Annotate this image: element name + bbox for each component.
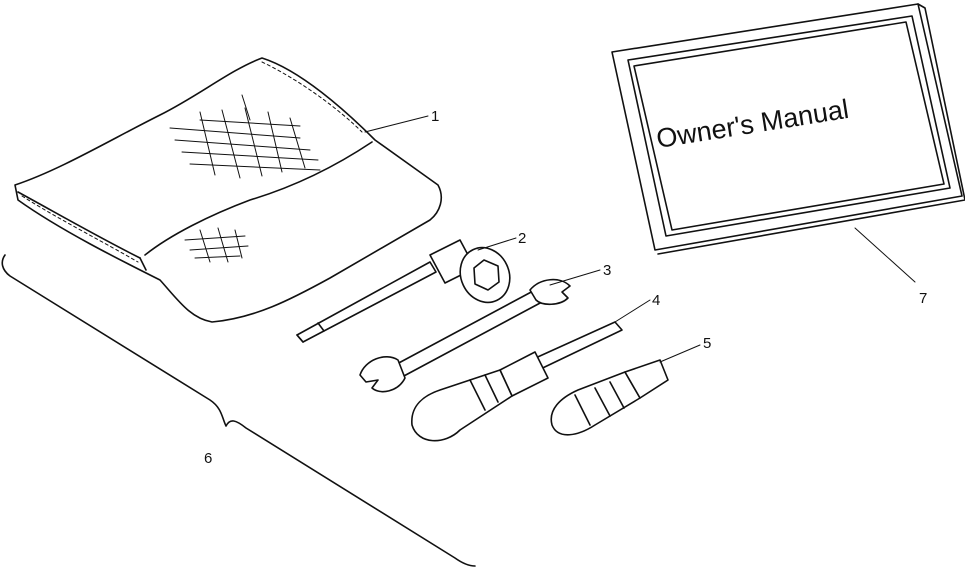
socket-wrench — [296, 239, 511, 343]
callout-7: 7 — [919, 290, 927, 307]
callout-5: 5 — [703, 335, 711, 352]
callout-3: 3 — [603, 262, 611, 279]
leader-lines — [364, 115, 916, 363]
callout-6: 6 — [204, 450, 212, 467]
callout-2: 2 — [518, 230, 526, 247]
tool-pouch — [14, 57, 442, 323]
screwdriver — [411, 321, 623, 442]
open-end-wrench — [359, 278, 571, 393]
callout-labels: 1 2 3 4 5 6 7 — [204, 108, 927, 467]
callout-1: 1 — [431, 108, 439, 125]
spark-plug-tool — [550, 359, 669, 436]
callout-4: 4 — [652, 292, 660, 309]
owners-manual: Owner's Manual — [611, 3, 965, 255]
tool-group-brace — [1, 254, 476, 567]
